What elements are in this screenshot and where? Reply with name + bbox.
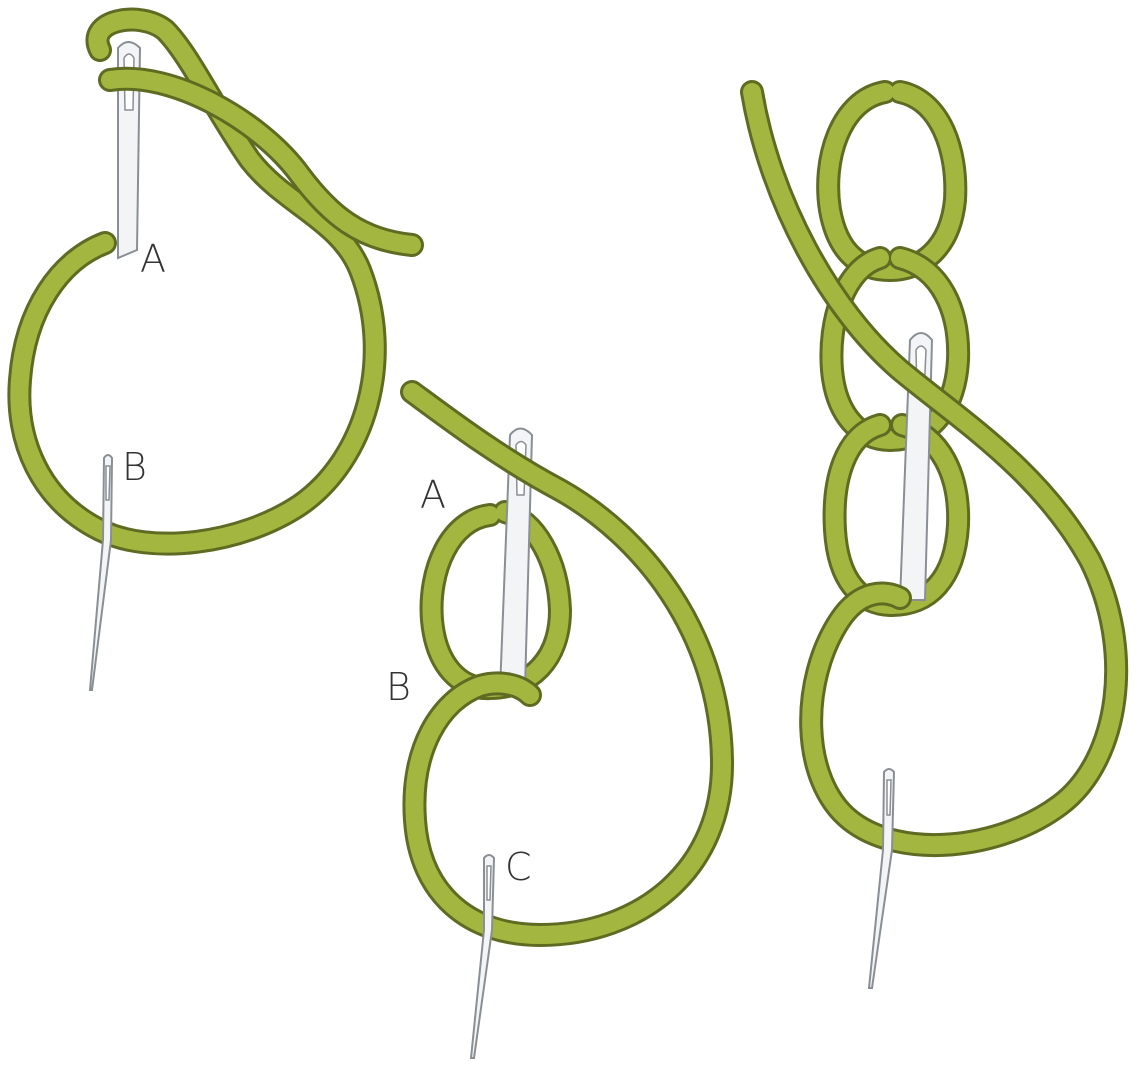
step-3-figure [752, 92, 1116, 988]
chain-link [835, 425, 959, 605]
label-b: B [386, 665, 411, 709]
needle-icon [869, 769, 894, 988]
chain-link [828, 92, 955, 270]
step-1-figure: A B [19, 20, 412, 690]
label-a: A [140, 237, 166, 281]
label-a: A [420, 473, 446, 517]
needle-icon [471, 855, 494, 1058]
label-b: B [122, 445, 147, 489]
label-c: C [505, 845, 532, 889]
thread-strand [752, 92, 1116, 845]
needle-icon [90, 455, 112, 690]
thread-loop [432, 512, 560, 688]
step-2-figure: A B C [386, 392, 722, 1058]
